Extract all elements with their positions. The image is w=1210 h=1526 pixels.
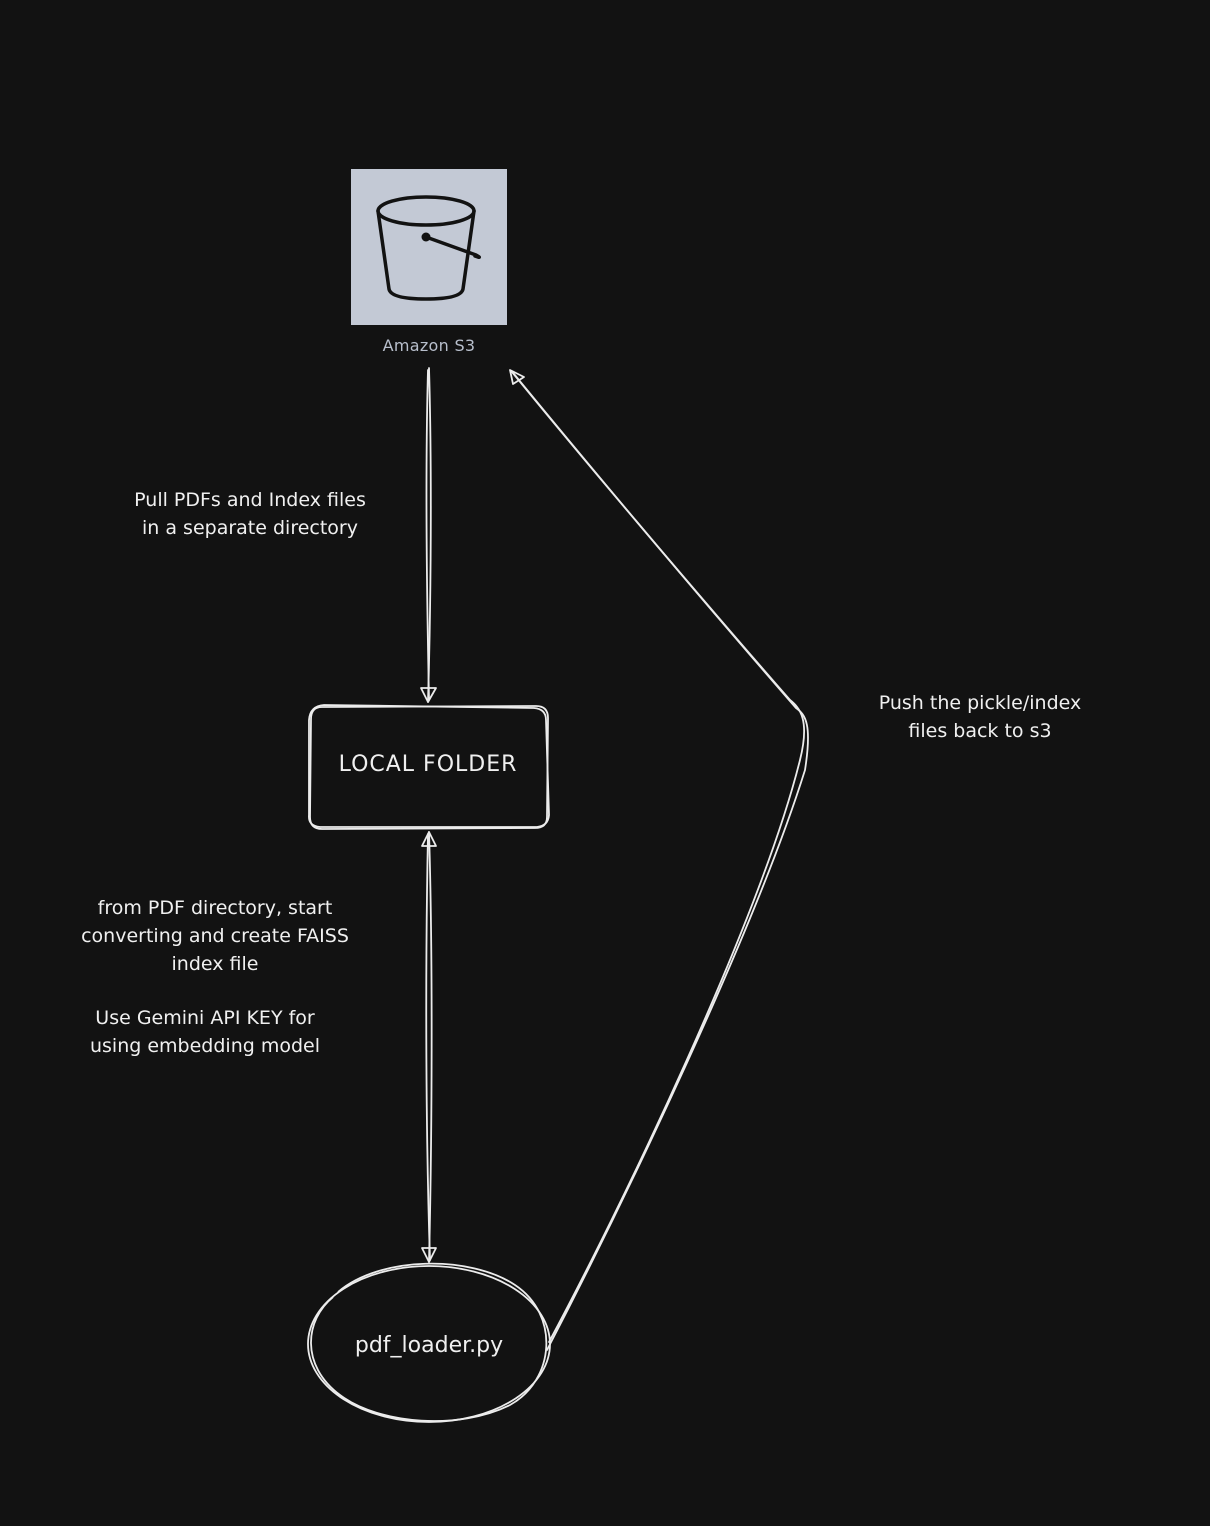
pdf-loader-label: pdf_loader.py xyxy=(354,1333,504,1358)
pdf-loader-ellipse xyxy=(307,1262,551,1423)
note-gemini-api-key: Use Gemini API KEY for using embedding m… xyxy=(89,1007,320,1057)
edge-local-folder-to-pdf-loader xyxy=(421,831,437,1263)
edge-pdf-loader-to-s3 xyxy=(509,369,809,1351)
note-push-to-s3: Push the pickle/index files back to s3 xyxy=(878,692,1082,742)
note-pull-files: Pull PDFs and Index files in a separate … xyxy=(134,489,366,539)
s3-label: Amazon S3 xyxy=(382,336,476,355)
bucket-icon xyxy=(376,195,481,301)
local-folder-box xyxy=(308,704,550,830)
note-convert-faiss: from PDF directory, start converting and… xyxy=(81,897,349,975)
s3-node[interactable] xyxy=(351,169,507,325)
local-folder-label: LOCAL FOLDER xyxy=(338,752,518,777)
edge-s3-to-local-folder xyxy=(420,367,437,703)
